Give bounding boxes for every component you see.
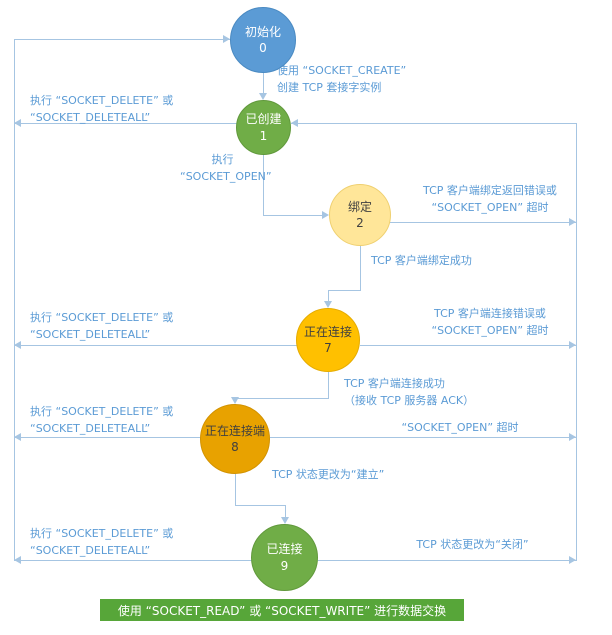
arrowhead-closed <box>569 556 576 564</box>
arrowhead-connect-success <box>231 397 239 404</box>
state-number: 8 <box>231 440 239 454</box>
edge-line-return-created <box>291 123 576 124</box>
state-number: 0 <box>259 41 267 55</box>
arrowhead-connect-error <box>569 341 576 349</box>
arrowhead-into-initialized <box>223 35 230 43</box>
state-created: 已创建 1 <box>236 100 291 155</box>
arrowhead-into-created <box>291 119 298 127</box>
edge-line-open-h <box>263 215 323 216</box>
edge-line-conn-ok-h <box>235 398 329 399</box>
label-socket-delete-top: 执行 “SOCKET_DELETE” 或 “SOCKET_DELETEALL” <box>30 94 174 125</box>
state-number: 7 <box>324 341 332 355</box>
edge-line-connected-delete <box>14 560 252 561</box>
arrowhead-create <box>259 93 267 100</box>
edge-line-bind-ok-v <box>360 246 361 291</box>
arrowhead-delete-top <box>14 119 21 127</box>
arrowhead-delete-low <box>14 433 21 441</box>
edge-line-created-delete <box>14 123 237 124</box>
edge-line-create <box>263 73 264 95</box>
state-number: 9 <box>280 558 289 573</box>
state-bound: 绑定 2 <box>329 184 391 246</box>
label-socket-open: 执行 “SOCKET_OPEN” <box>180 153 272 184</box>
state-number: 1 <box>259 128 268 143</box>
edge-line-conn-ok-v <box>328 372 329 399</box>
data-exchange-banner: 使用 “SOCKET_READ” 或 “SOCKET_WRITE” 进行数据交换 <box>100 599 464 621</box>
label-connect-error: TCP 客户端连接错误或 “SOCKET_OPEN” 超时 <box>431 307 549 338</box>
arrowhead-delete-bottom <box>14 556 21 564</box>
edge-line-connect-error <box>360 345 576 346</box>
state-connecting-peer: 正在连接端 8 <box>200 404 270 474</box>
edge-line-peer-delete <box>14 437 201 438</box>
state-label: 正在连接 <box>303 324 352 339</box>
edge-line-right-rail <box>576 123 577 561</box>
edge-line-closed <box>318 560 576 561</box>
edge-line-established-v2 <box>285 505 286 518</box>
label-state-established: TCP 状态更改为“建立” <box>272 468 385 481</box>
label-state-closed: TCP 状态更改为“关闭” <box>416 538 529 551</box>
state-connecting: 正在连接 7 <box>296 308 360 372</box>
state-label: 绑定 <box>347 199 372 214</box>
arrowhead-open-timeout <box>569 433 576 441</box>
edge-line-established-h <box>235 505 286 506</box>
state-connected: 已连接 9 <box>251 524 318 591</box>
edge-line-open-timeout <box>270 437 576 438</box>
edge-line-left-rail <box>14 39 15 561</box>
arrowhead-open <box>322 211 329 219</box>
state-label: 已创建 <box>245 112 282 127</box>
edge-line-bind-ok-v2 <box>328 290 329 302</box>
arrowhead-established <box>281 517 289 524</box>
label-socket-delete-low: 执行 “SOCKET_DELETE” 或 “SOCKET_DELETEALL” <box>30 405 174 436</box>
label-socket-delete-mid: 执行 “SOCKET_DELETE” 或 “SOCKET_DELETEALL” <box>30 311 174 342</box>
label-bind-success: TCP 客户端绑定成功 <box>371 254 472 267</box>
state-label: 正在连接端 <box>204 423 265 438</box>
edge-line-bind-error <box>390 222 576 223</box>
state-number: 2 <box>356 216 364 230</box>
label-socket-create: 使用 “SOCKET_CREATE” 创建 TCP 套接字实例 <box>277 64 407 95</box>
arrowhead-bind-error <box>569 218 576 226</box>
arrowhead-bind-success <box>324 301 332 308</box>
edge-line-bind-ok-h <box>328 290 361 291</box>
label-bind-error: TCP 客户端绑定返回错误或 “SOCKET_OPEN” 超时 <box>423 184 557 215</box>
edge-line-established-v <box>235 474 236 506</box>
edge-line-connecting-delete <box>14 345 297 346</box>
label-connect-success: TCP 客户端连接成功 （接收 TCP 服务器 ACK） <box>344 377 475 408</box>
edge-line-to-initialized <box>14 39 230 40</box>
state-initialized: 初始化 0 <box>230 7 296 73</box>
label-socket-delete-bottom: 执行 “SOCKET_DELETE” 或 “SOCKET_DELETEALL” <box>30 527 174 558</box>
state-label: 已连接 <box>266 542 303 557</box>
edge-line-open-v <box>263 155 264 215</box>
arrowhead-delete-mid <box>14 341 21 349</box>
label-open-timeout: “SOCKET_OPEN” 超时 <box>401 421 519 434</box>
state-label: 初始化 <box>244 24 281 39</box>
